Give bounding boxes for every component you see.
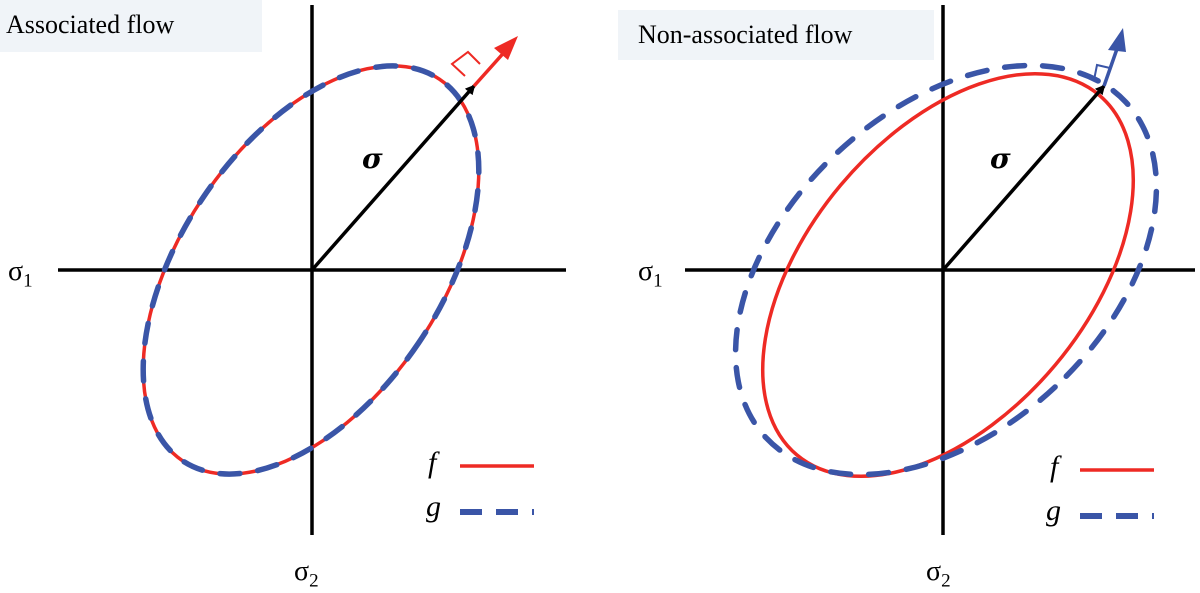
title-non-associated: Non-associated flow (638, 20, 853, 49)
title-associated: Associated flow (6, 10, 175, 39)
normal-arrowhead-left (494, 36, 518, 60)
stress-vector-label-right: σ (990, 142, 1011, 175)
legend-g-label-right: g (1046, 494, 1061, 527)
legend-f-label-left: f (428, 446, 437, 479)
right-angle-marker-left (450, 50, 481, 77)
sigma1-label-left: σ1 (8, 256, 33, 292)
sigma2-label-right: σ2 (926, 556, 951, 592)
stress-vector-left (310, 84, 476, 272)
sigma1-label-right: σ1 (638, 256, 663, 292)
normal-arrow-right (1102, 45, 1120, 87)
panel-non-associated (685, 5, 1195, 535)
plastic-potential-g-right (732, 62, 1160, 478)
legend-g-label-left: g (426, 490, 441, 523)
legend-f-label-right: f (1050, 450, 1059, 483)
sigma2-label-left: σ2 (294, 556, 319, 592)
stress-vector-label-left: σ (362, 142, 383, 175)
plastic-potential-g-left (140, 63, 482, 477)
normal-arrowhead-right (1108, 28, 1126, 52)
title-box-non-associated (618, 10, 934, 60)
panel-associated (58, 5, 566, 535)
title-box-associated (0, 0, 262, 52)
right-angle-marker-right (1093, 63, 1111, 81)
stress-vector-right (941, 84, 1106, 272)
